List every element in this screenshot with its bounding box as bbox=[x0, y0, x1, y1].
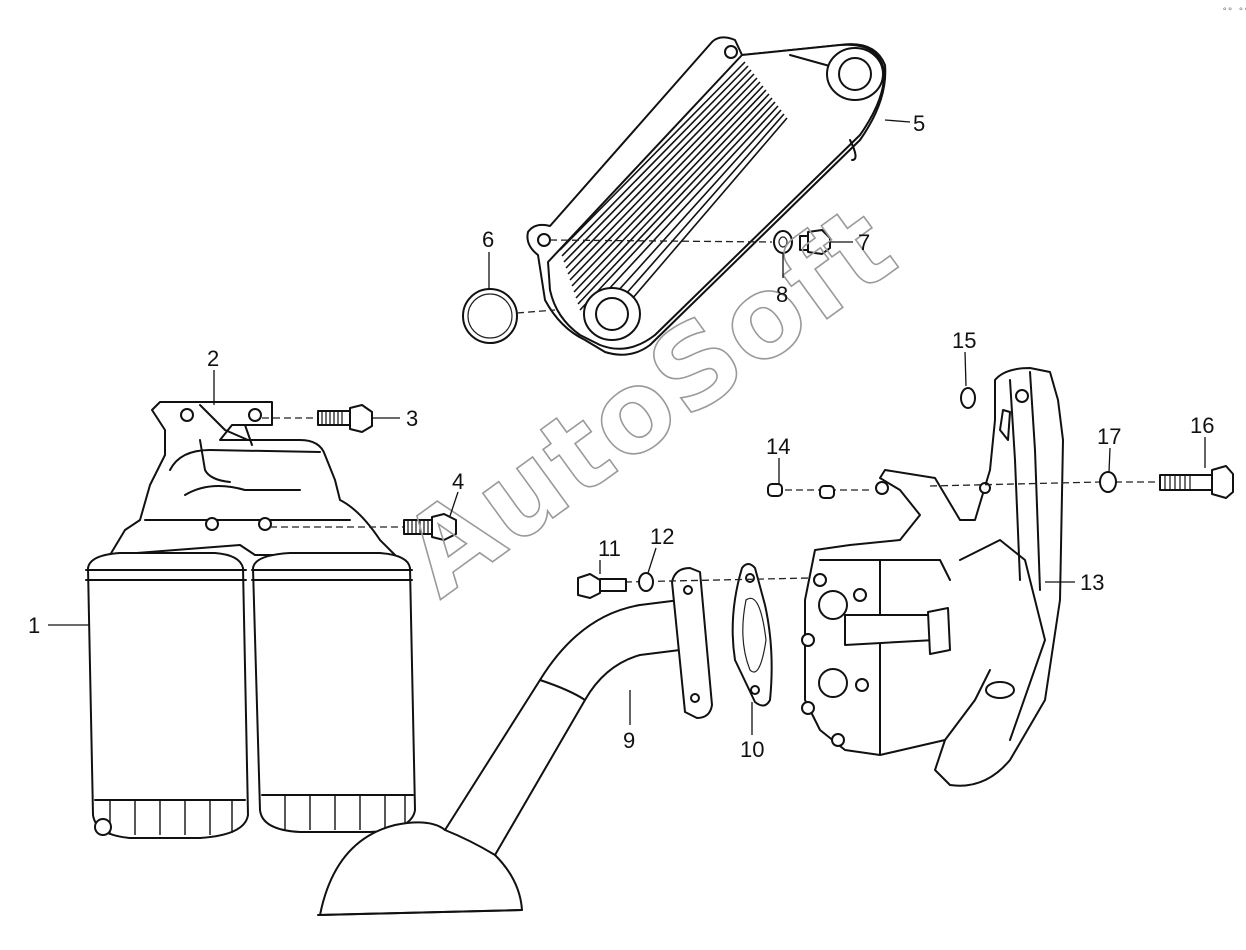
washer-12-part bbox=[638, 572, 654, 592]
leader-lines bbox=[48, 119, 1206, 735]
callout-13: 13 bbox=[1080, 570, 1104, 595]
o-ring-part bbox=[462, 288, 518, 344]
bolt-4-part bbox=[403, 513, 457, 541]
bolt-7-part bbox=[799, 229, 831, 255]
suction-pipe-part bbox=[317, 567, 713, 916]
oil-pump-part bbox=[801, 367, 1064, 787]
callout-17: 17 bbox=[1097, 424, 1121, 449]
corner-mark: °° °°° bbox=[1222, 7, 1246, 17]
callout-10: 10 bbox=[740, 737, 764, 762]
callout-5: 5 bbox=[913, 111, 925, 136]
dowel-pin-14-part bbox=[767, 483, 835, 499]
callout-3: 3 bbox=[406, 406, 418, 431]
callout-16: 16 bbox=[1190, 413, 1214, 438]
callout-2: 2 bbox=[207, 346, 219, 371]
oil-cooler-part bbox=[526, 36, 887, 356]
callout-14: 14 bbox=[766, 434, 790, 459]
callout-15: 15 bbox=[952, 328, 976, 353]
washer-17-part bbox=[1099, 471, 1117, 493]
callout-1: 1 bbox=[28, 613, 40, 638]
callout-11: 11 bbox=[598, 536, 621, 561]
bolt-16-part bbox=[1159, 465, 1234, 499]
bolt-11-part bbox=[577, 573, 627, 599]
callout-12: 12 bbox=[650, 524, 674, 549]
gasket-part bbox=[731, 563, 773, 707]
callout-8: 8 bbox=[776, 282, 788, 307]
oil-filter-right bbox=[251, 552, 416, 833]
callout-6: 6 bbox=[482, 227, 494, 252]
callout-4: 4 bbox=[452, 469, 464, 494]
callout-7: 7 bbox=[858, 230, 870, 255]
washer-15-part bbox=[960, 387, 976, 409]
callout-9: 9 bbox=[623, 728, 635, 753]
filter-head-part bbox=[109, 401, 396, 556]
bolt-3-part bbox=[317, 404, 373, 433]
oil-filter-left bbox=[85, 552, 249, 839]
